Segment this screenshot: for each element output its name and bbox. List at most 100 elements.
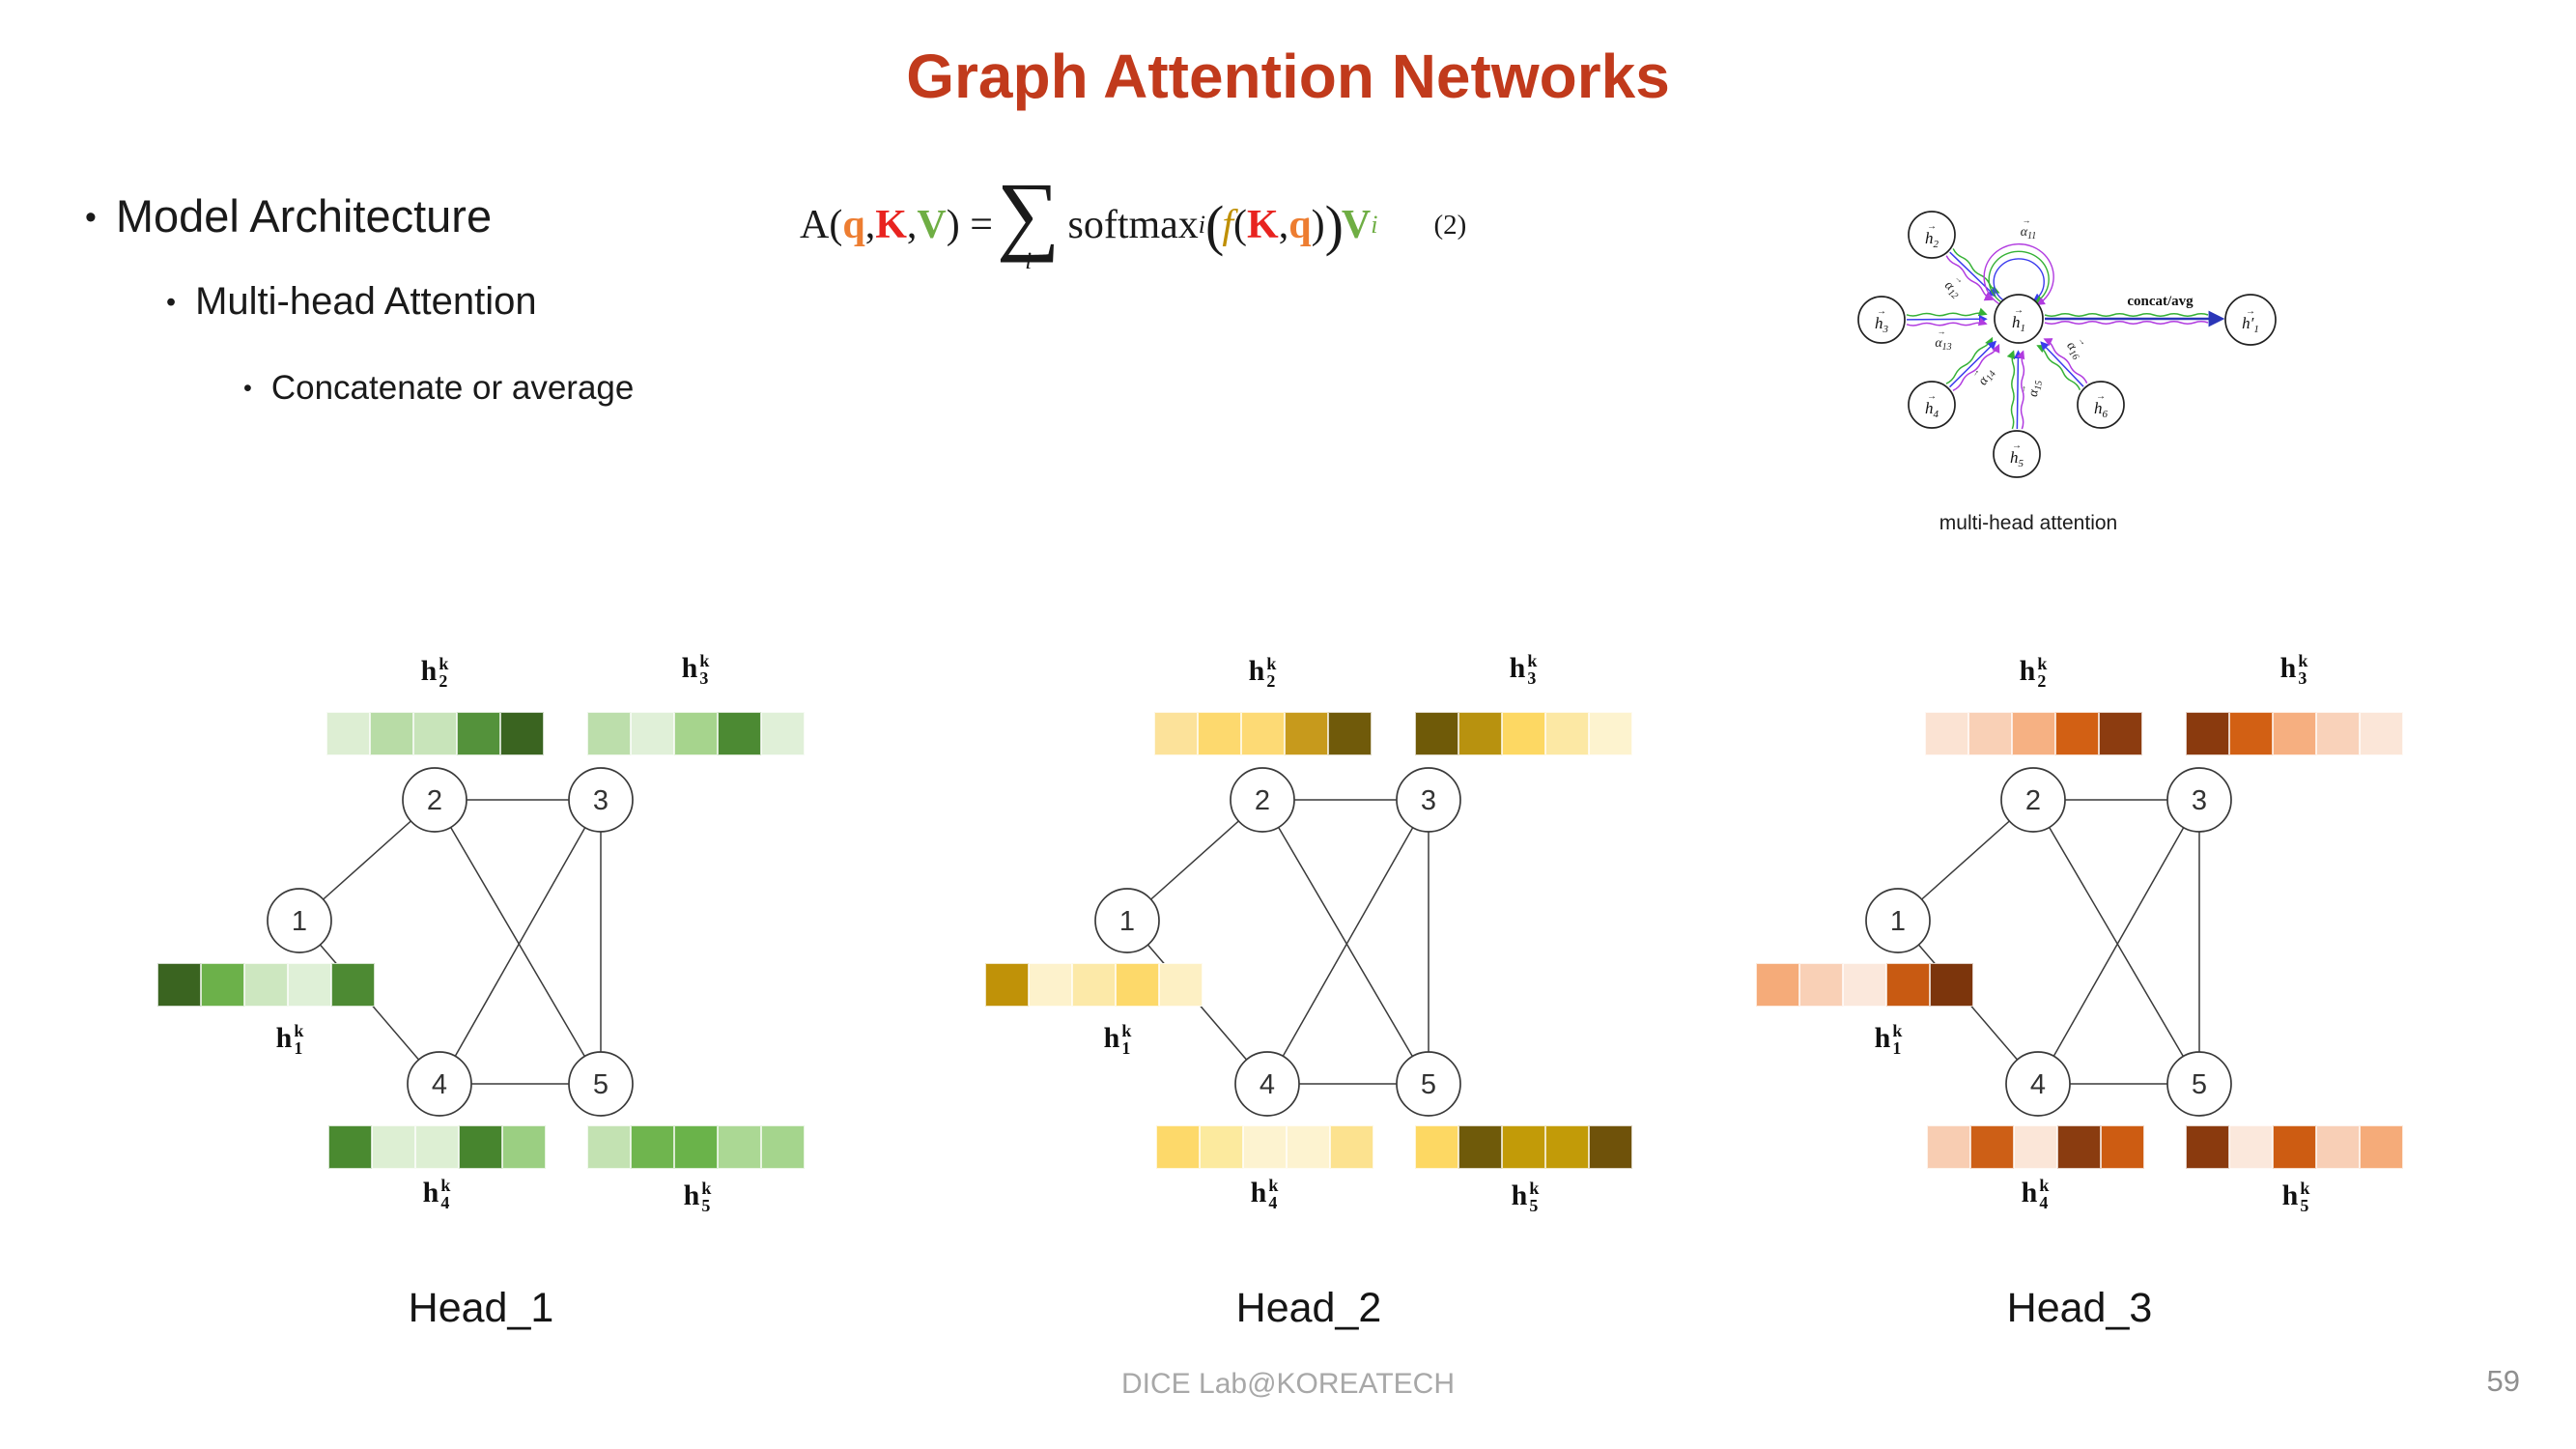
- feature-vector-h4: [1927, 1125, 2144, 1169]
- vector-cell: [761, 1125, 805, 1169]
- page-number: 59: [2486, 1364, 2520, 1398]
- vector-cell: [2360, 712, 2403, 755]
- vector-label-sup: k: [1892, 1021, 1903, 1040]
- graph-node-label: 1: [292, 906, 307, 937]
- attention-node-h6: [2077, 381, 2125, 429]
- svg-text:→: →: [2023, 215, 2031, 225]
- vector-label-sub: 1: [1892, 1038, 1902, 1058]
- svg-text:→: →: [2017, 384, 2027, 393]
- formula-piece: f: [1222, 203, 1234, 247]
- vector-cell: [370, 712, 413, 755]
- vector-cell: [1328, 712, 1372, 755]
- vector-label-base: h: [2281, 1179, 2299, 1211]
- vector-cell: [1154, 712, 1198, 755]
- vector-label-base: h: [275, 1022, 293, 1054]
- vector-cell: [1502, 712, 1545, 755]
- vector-label-sub: 2: [439, 671, 448, 691]
- svg-text:α14: α14: [1975, 366, 1998, 389]
- attention-alpha-label: →α13: [1935, 327, 1951, 353]
- vector-label-sup: k: [699, 651, 710, 670]
- vector-cell: [1968, 712, 2012, 755]
- vector-label-sub: 3: [1527, 668, 1537, 688]
- svg-text:α13: α13: [1935, 336, 1951, 353]
- feature-vector-h4: [1156, 1125, 1373, 1169]
- vector-cell: [985, 963, 1029, 1007]
- vector-cell: [1156, 1125, 1200, 1169]
- graph-node-label: 2: [1255, 785, 1270, 816]
- vector-cell: [674, 1125, 718, 1169]
- feature-vector-h5: [587, 1125, 805, 1169]
- attention-self-loop: [1993, 258, 2045, 302]
- bullet-marker: •: [243, 374, 252, 402]
- svg-text:α11: α11: [2021, 225, 2037, 242]
- vector-label-base: h: [681, 652, 698, 684]
- formula-piece: i: [1025, 248, 1033, 275]
- vector-cell: [2186, 1125, 2229, 1169]
- vector-label-sup: k: [2037, 654, 2048, 673]
- vector-label-sup: k: [2298, 651, 2308, 670]
- vector-cell: [457, 712, 500, 755]
- vector-cell: [1502, 1125, 1545, 1169]
- graph-node-4: [2005, 1051, 2071, 1117]
- vector-cell: [2273, 1125, 2316, 1169]
- attention-arrow: [1948, 340, 1997, 388]
- attention-alpha-label: →α16: [2062, 334, 2089, 362]
- vector-cell: [1200, 1125, 1243, 1169]
- vector-cell: [288, 963, 331, 1007]
- attention-arrow: [2013, 350, 2023, 430]
- vector-cell: [500, 712, 544, 755]
- vector-cell: [1970, 1125, 2014, 1169]
- formula-piece: ): [1324, 193, 1344, 257]
- vector-arrow-mark: →: [1877, 306, 1886, 317]
- vector-label-sub: 5: [701, 1196, 711, 1215]
- vector-cell: [1927, 1125, 1970, 1169]
- formula-piece: i: [1371, 211, 1378, 239]
- vector-cell: [1545, 712, 1589, 755]
- graph-edge-3-4: [1266, 799, 1430, 1085]
- feature-vector-h1: [1756, 963, 1973, 1007]
- graph-node-label: 5: [2192, 1069, 2207, 1100]
- vector-cell: [1072, 963, 1116, 1007]
- vector-cell: [631, 712, 674, 755]
- graph-node-3: [1396, 767, 1461, 833]
- vector-cell: [2099, 712, 2142, 755]
- graph-node-label: 1: [1890, 906, 1906, 937]
- vector-label-sub: 4: [440, 1193, 450, 1212]
- formula-piece: V: [917, 203, 947, 247]
- vector-label-base: h: [420, 655, 438, 687]
- vector-cell: [2014, 1125, 2057, 1169]
- vector-label-base: h: [1103, 1022, 1120, 1054]
- attention-alpha-label: →α11: [2021, 215, 2037, 242]
- vector-cell: [1330, 1125, 1373, 1169]
- vector-label-sup: k: [701, 1179, 712, 1198]
- head-label-2: Head_2: [1235, 1285, 1382, 1331]
- head-label-3: Head_3: [2006, 1285, 2153, 1331]
- svg-text:→: →: [2077, 334, 2089, 347]
- formula-piece: ,: [906, 203, 918, 247]
- vector-label-sup: k: [1121, 1021, 1132, 1040]
- vector-label-sup: k: [294, 1021, 304, 1040]
- vector-label-sup: k: [2300, 1179, 2310, 1198]
- graph-node-label: 2: [427, 785, 442, 816]
- attention-diagram-caption: multi-head attention: [1939, 512, 2118, 534]
- vector-cell: [1287, 1125, 1330, 1169]
- vector-cell: [1285, 712, 1328, 755]
- bullet-text: Model Architecture: [115, 190, 493, 242]
- graph-edge-3-4: [2037, 799, 2200, 1085]
- attention-arrow: [2036, 345, 2081, 390]
- vector-cell: [2057, 1125, 2101, 1169]
- svg-text:→: →: [1968, 366, 1981, 379]
- feature-vector-h5: [1415, 1125, 1632, 1169]
- vector-cell: [2186, 712, 2229, 755]
- attention-node-h5: [1993, 430, 2041, 478]
- vector-cell: [587, 1125, 631, 1169]
- vector-label-sup: k: [1266, 654, 1277, 673]
- vector-label-sub: 1: [294, 1038, 303, 1058]
- vector-cell: [1116, 963, 1159, 1007]
- formula-piece: A(: [800, 203, 843, 247]
